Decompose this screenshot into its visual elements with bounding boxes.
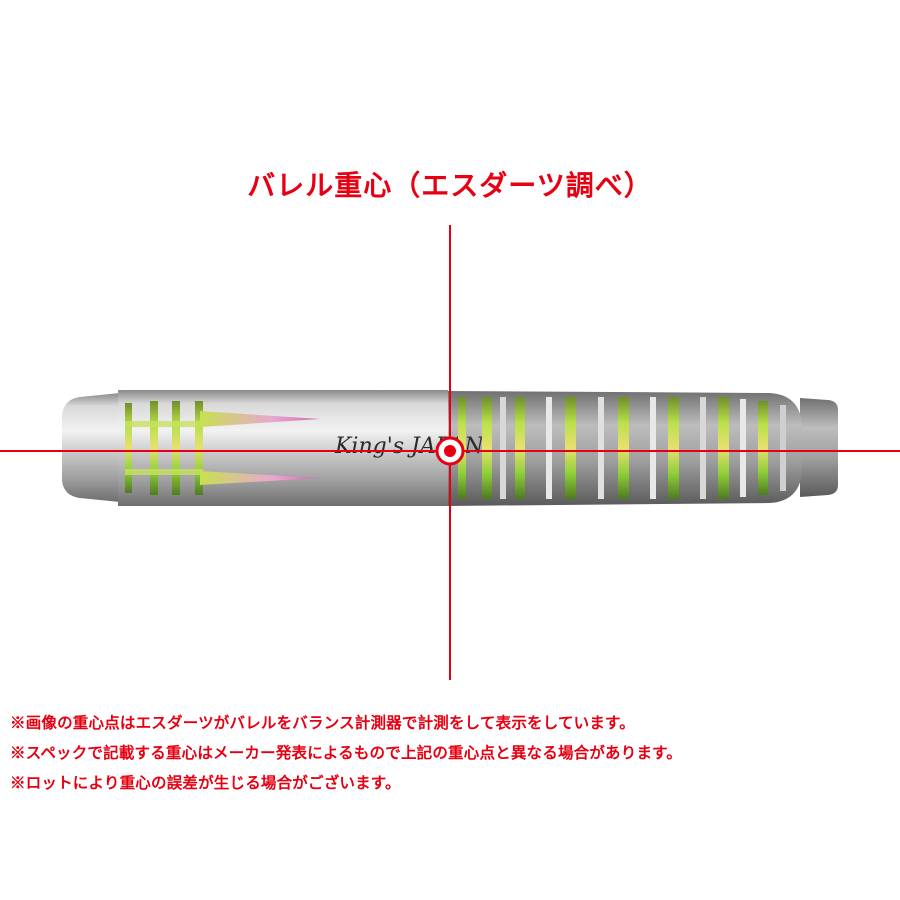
note-line: ※画像の重心点はエスダーツがバレルをバランス計測器で計測をして表示をしています。 bbox=[10, 713, 635, 732]
barrel-rear-stub bbox=[800, 398, 838, 497]
front-grooves bbox=[125, 401, 203, 495]
notes: ※画像の重心点はエスダーツがバレルをバランス計測器で計測をして表示をしています。… bbox=[10, 708, 895, 798]
barrel-figure: King's JAPAN bbox=[0, 225, 900, 680]
barrel-front-nose bbox=[62, 393, 120, 502]
crosshair-target-icon bbox=[435, 436, 465, 466]
note-line: ※スペックで記載する重心はメーカー発表によるもので上記の重心点と異なる場合があり… bbox=[10, 743, 683, 762]
note-line: ※ロットにより重心の誤差が生じる場合がございます。 bbox=[10, 773, 401, 792]
page-title: バレル重心（エスダーツ調べ） bbox=[247, 169, 653, 202]
center-of-gravity-crosshair bbox=[0, 225, 900, 680]
spike-grooves bbox=[200, 411, 320, 485]
dart-barrel: King's JAPAN bbox=[62, 390, 838, 506]
